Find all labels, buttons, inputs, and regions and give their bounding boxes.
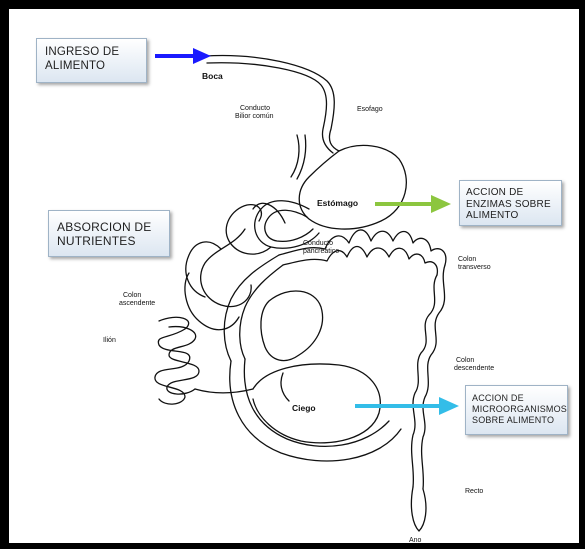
callout-enzimas-text: ACCION DE ENZIMAS SOBRE ALIMENTO	[466, 187, 551, 221]
label-conducto-bilior-1: Conducto	[240, 105, 270, 113]
cecum-inner-curve	[281, 373, 289, 401]
rectum-outline	[411, 487, 426, 531]
label-colon-descendente-1: Colon	[456, 357, 474, 365]
descending-colon-left	[412, 275, 437, 487]
bile-duct	[291, 135, 306, 179]
label-conducto-pancreatico-2: pancreático	[303, 248, 339, 256]
ascending-colon-outer	[224, 255, 279, 361]
callout-accion-microorganismos: ACCION DE MICROORGANISMOS SOBRE ALIMENTO	[465, 385, 568, 435]
label-ano: Ano	[409, 537, 421, 545]
callout-absorcion-text: ABSORCION DE NUTRIENTES	[57, 220, 151, 248]
label-colon-transverso-1: Colon	[458, 256, 476, 264]
descending-colon-right	[422, 265, 445, 489]
digestive-system-illustration	[9, 9, 585, 549]
label-colon-descendente-2: descendente	[454, 365, 494, 373]
label-colon-transverso-2: transverso	[458, 264, 491, 272]
callout-microorganismos-text: ACCION DE MICROORGANISMOS SOBRE ALIMENTO	[472, 393, 567, 425]
stomach-outline	[299, 145, 406, 229]
label-conducto-bilior-2: Bilior común	[235, 113, 274, 121]
label-conducto-pancreatico-1: Conducto	[303, 240, 333, 248]
mesentery-outline	[261, 291, 323, 361]
lower-colon-inner	[244, 359, 389, 446]
arrow-ingreso	[155, 48, 211, 64]
callout-accion-enzimas: ACCION DE ENZIMAS SOBRE ALIMENTO	[459, 180, 562, 226]
label-ileon: Ilión	[103, 337, 116, 345]
ileum-to-cecum	[195, 389, 253, 393]
ileum-coils-2	[167, 327, 199, 394]
arrow-microorganismos	[355, 397, 459, 415]
esophagus-outline-left	[205, 56, 339, 151]
ileum-coils	[155, 317, 190, 404]
callout-ingreso-text: INGRESO DE ALIMENTO	[45, 46, 119, 72]
label-boca: Boca	[202, 72, 223, 81]
label-esofago: Esofago	[357, 106, 383, 114]
arrow-enzimas	[375, 195, 451, 213]
label-colon-ascendente-2: ascendente	[119, 300, 155, 308]
callout-ingreso-alimento: INGRESO DE ALIMENTO	[36, 38, 147, 83]
small-intestine-coil-2	[201, 229, 252, 307]
label-recto: Recto	[465, 488, 483, 496]
small-intestine-coil-4	[185, 273, 239, 330]
esophagus-outline-right	[207, 63, 333, 153]
label-estomago: Estómago	[317, 199, 358, 208]
label-colon-ascendente-1: Colon	[123, 292, 141, 300]
callout-absorcion-nutrientes: ABSORCION DE NUTRIENTES	[48, 210, 170, 257]
label-ciego: Ciego	[292, 404, 316, 413]
